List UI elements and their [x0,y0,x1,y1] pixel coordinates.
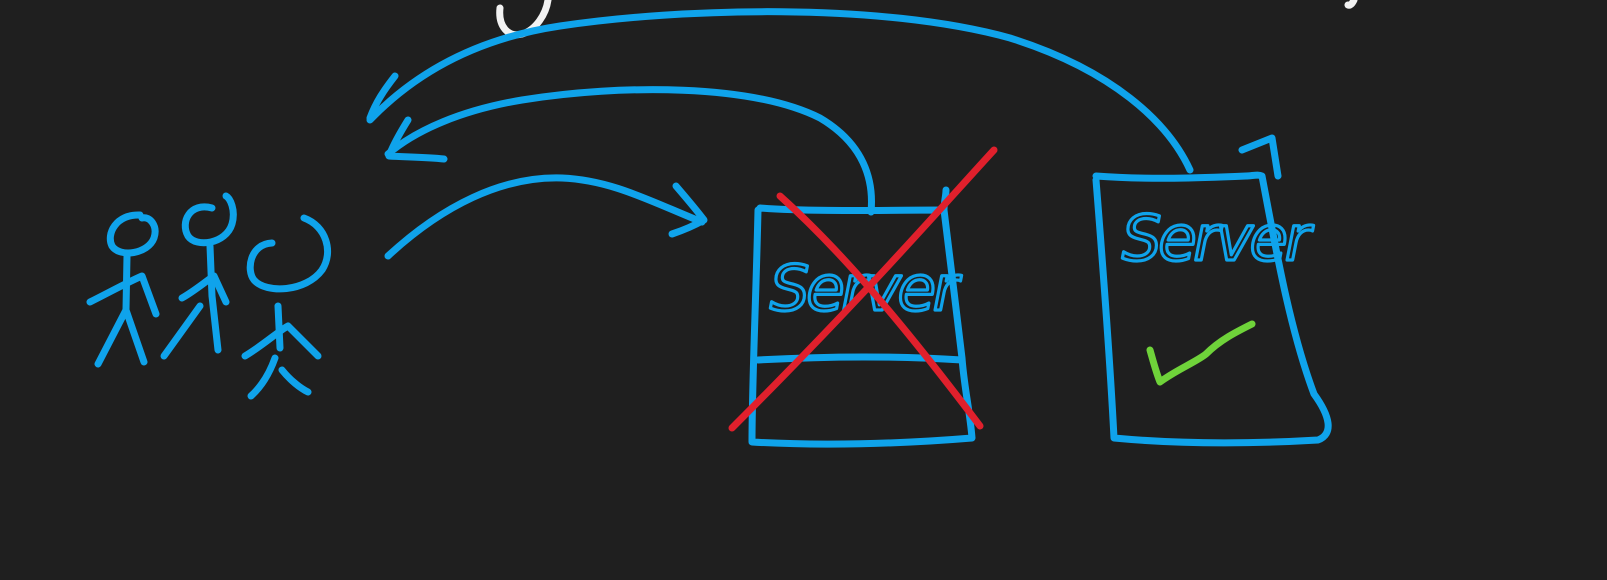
user-figure-1 [86,211,160,368]
server-box-failed: Server [748,186,976,448]
response-arrow-failed-server [384,86,875,216]
request-arrow [384,174,708,260]
success-check-icon [1146,320,1256,386]
failure-cross-icon [728,146,998,432]
user-figure-3 [241,214,332,400]
server-box-ok: Server [1092,134,1332,447]
response-arrow-backup-server [366,8,1194,174]
user-figure-2 [160,192,237,360]
server-label-ok: Server [1122,202,1314,275]
users-group [86,192,332,400]
